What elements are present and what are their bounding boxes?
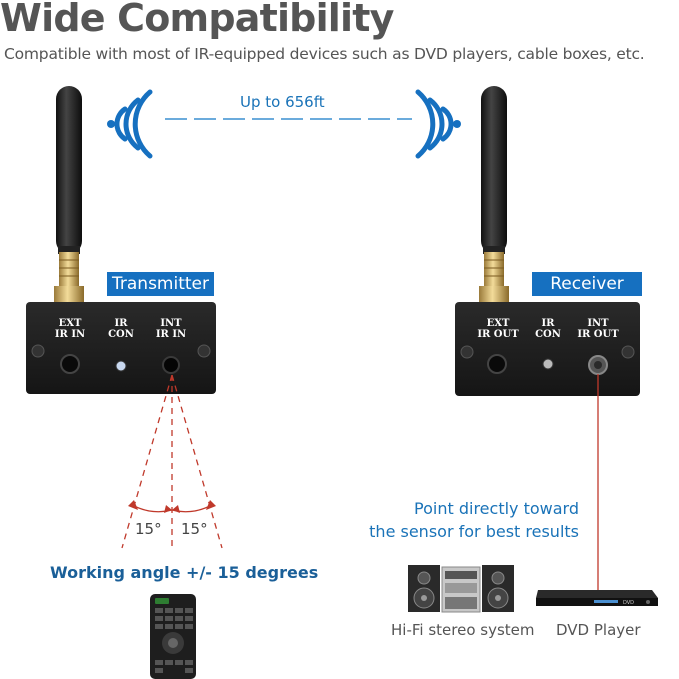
transmitter-box (26, 302, 216, 394)
working-angle-caption: Working angle +/- 15 degrees (50, 563, 319, 582)
stereo-system-icon (408, 565, 514, 613)
angle-left-label: 15° (135, 520, 162, 538)
dvd-player-icon (536, 590, 658, 606)
receiver-label: Receiver (532, 272, 642, 296)
rx-port-ext-label: EXT IR OUT (477, 318, 519, 340)
sensor-tip: Point directly toward the sensor for bes… (369, 499, 579, 541)
antenna-icon (54, 86, 84, 302)
page-title: Wide Compatibility (0, 0, 394, 40)
dvd-label: DVD Player (556, 621, 641, 639)
remote-control-icon (150, 594, 196, 679)
rx-port-con-label: IR CON (535, 318, 561, 340)
angle-arrowheads (128, 500, 216, 513)
dvd-brand-text: DVD (623, 600, 634, 606)
hifi-label: Hi-Fi stereo system (391, 621, 535, 639)
transmitter-label: Transmitter (107, 272, 214, 296)
signal-waves-icon (107, 89, 153, 159)
range-label: Up to 656ft (240, 93, 325, 111)
tx-port-int-label: INT IR IN (155, 318, 187, 340)
receiver-box (455, 302, 640, 396)
antenna-icon (479, 86, 509, 302)
angle-right-label: 15° (181, 520, 208, 538)
page-subtitle: Compatible with most of IR-equipped devi… (4, 45, 645, 63)
tx-port-ext-label: EXT IR IN (54, 318, 86, 340)
signal-waves-icon (415, 89, 461, 159)
rx-port-int-label: INT IR OUT (577, 318, 619, 340)
tx-port-con-label: IR CON (108, 318, 134, 340)
